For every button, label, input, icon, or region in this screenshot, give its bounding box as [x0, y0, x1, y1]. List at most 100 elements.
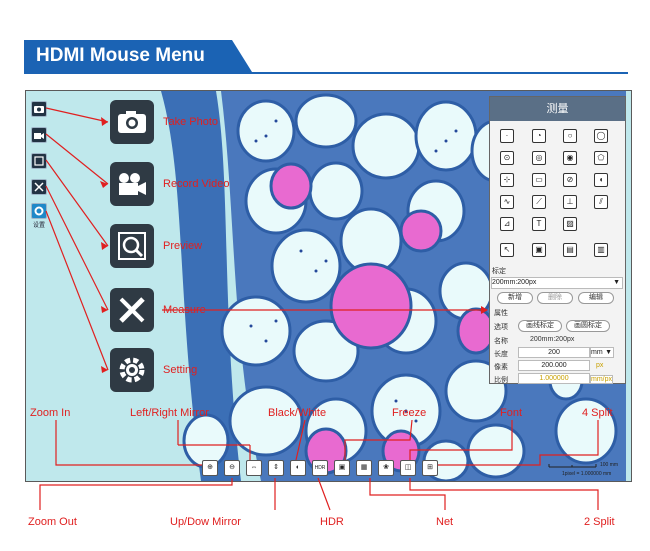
two-circle-tool-icon[interactable]: ⊙ [500, 151, 514, 165]
mirror-ud-icon: ⇕ [273, 464, 279, 471]
chevron-down-icon: ▼ [613, 279, 620, 286]
settings-icon[interactable] [31, 203, 47, 219]
line-calibration-button[interactable]: 画线标定 [518, 320, 562, 332]
ratio-input[interactable]: 1.000000 [518, 373, 590, 384]
copy-tool-icon[interactable]: ▣ [532, 243, 546, 257]
left-right-mirror-annotation: Left/Right Mirror [130, 407, 209, 419]
rectangle-tool-icon[interactable]: ▭ [532, 173, 546, 187]
half-circle-tool-icon[interactable]: ◖ [594, 173, 608, 187]
black-white-annotation: Black/White [268, 407, 327, 419]
freeze-icon: ▣ [338, 464, 346, 471]
field-length-label: 长度 [494, 351, 508, 358]
field-name-value: 200mm:200px [530, 336, 575, 343]
hdr-button[interactable]: HDR [312, 460, 328, 476]
calibration-value: 200mm:200px [492, 279, 537, 286]
text-tool-icon[interactable]: T [532, 217, 546, 231]
header-divider [24, 72, 628, 74]
cross-tool-icon[interactable]: ⊹ [500, 173, 514, 187]
setting-label: Setting [163, 364, 198, 376]
zoom-out-annotation: Zoom Out [28, 516, 77, 528]
layer-tool-icon[interactable]: ▤ [563, 243, 577, 257]
annulus-tool-icon[interactable]: ◉ [563, 151, 577, 165]
concentric-tool-icon[interactable]: ◎ [532, 151, 546, 165]
up-down-mirror-annotation: Up/Dow Mirror [170, 516, 241, 528]
calibration-select[interactable]: 200mm:200px ▼ [491, 277, 623, 289]
pointer-tool-icon[interactable]: ↖ [500, 243, 514, 257]
net-button[interactable]: ▦ [356, 460, 372, 476]
add-calibration-button[interactable]: 新增 [497, 292, 533, 304]
scale-length: 100 mm [600, 462, 619, 468]
zoom-in-icon: ⊕ [207, 464, 213, 471]
length-unit-select[interactable]: mm▼ [590, 347, 614, 358]
black-white-button[interactable]: ◐ [290, 460, 306, 476]
parallel-tool-icon[interactable]: ⫽ [594, 195, 608, 209]
polygon-tool-icon[interactable]: ⬠ [594, 151, 608, 165]
length-unit-value: mm [591, 349, 603, 356]
two-split-annotation: 2 Split [584, 516, 615, 528]
preview-big-icon [110, 224, 154, 268]
curve-tool-icon[interactable]: ∿ [500, 195, 514, 209]
scale-bar [548, 464, 597, 468]
measure-label: Measure [163, 304, 206, 316]
zoom-in-button[interactable]: ⊕ [202, 460, 218, 476]
setting-big-icon [110, 348, 154, 392]
field-ratio-label: 比例 [494, 377, 508, 384]
ratio-unit: mm/px [590, 375, 613, 384]
two-split-button[interactable]: ◫ [400, 460, 416, 476]
four-split-annotation: 4 Split [582, 407, 613, 419]
mirror-lr-icon: ⇔ [250, 464, 258, 471]
measure-panel-title: 测量 [490, 97, 625, 121]
zoom-out-icon: ⊖ [229, 464, 235, 471]
arc-tool-icon[interactable]: ◔ [532, 129, 546, 143]
perpendicular-tool-icon[interactable]: ⊥ [563, 195, 577, 209]
angle-tool-icon[interactable]: ⊿ [500, 217, 514, 231]
settings-caption: 设置 [33, 223, 46, 229]
camera-icon[interactable] [31, 101, 47, 117]
net-annotation: Net [436, 516, 454, 528]
edit-calibration-button[interactable]: 编辑 [578, 292, 614, 304]
delete-calibration-button[interactable]: 删除 [537, 292, 573, 304]
point-tool-icon[interactable]: · [500, 129, 514, 143]
circle-calibration-button[interactable]: 画圆标定 [566, 320, 610, 332]
take-photo-big-icon [110, 100, 154, 144]
angle-circle-tool-icon[interactable]: ⊘ [563, 173, 577, 187]
split-four-icon: ⊞ [427, 464, 433, 471]
area-tool-icon[interactable]: ▨ [563, 217, 577, 231]
freeze-annotation: Freeze [392, 407, 427, 419]
save-tool-icon[interactable]: ▥ [594, 243, 608, 257]
zoom-out-button[interactable]: ⊖ [224, 460, 240, 476]
font-button[interactable]: ❀ [378, 460, 394, 476]
take-photo-label: Take Photo [163, 116, 219, 128]
unit-chevron-icon: ▼ [605, 349, 612, 356]
palette-icon: ❀ [383, 464, 389, 471]
pixel-unit: px [596, 362, 604, 369]
circle-3pt-tool-icon[interactable]: ◯ [594, 129, 608, 143]
video-icon[interactable] [31, 127, 47, 143]
options-label: 选项 [494, 324, 508, 331]
field-pixel-label: 像素 [494, 364, 508, 371]
hdr-annotation: HDR [320, 516, 344, 528]
tissue-image [26, 91, 631, 481]
calibration-label: 标定 [492, 268, 506, 275]
font-annotation: Font [500, 407, 523, 419]
measure-panel: 测量 [489, 96, 626, 384]
microscope-screen [25, 90, 632, 482]
record-video-big-icon [110, 162, 154, 206]
length-input[interactable]: 200 [518, 347, 590, 358]
freeze-button[interactable]: ▣ [334, 460, 350, 476]
line-tool-icon[interactable]: ⟋ [532, 195, 546, 209]
up-down-mirror-button[interactable]: ⇕ [268, 460, 284, 476]
page-title: HDMI Mouse Menu [36, 45, 205, 66]
field-name-label: 名称 [494, 338, 508, 345]
circle-tool-icon[interactable]: ○ [563, 129, 577, 143]
preview-label: Preview [163, 240, 203, 252]
zoom-in-annotation: Zoom In [30, 407, 71, 419]
grid-icon: ▦ [360, 464, 368, 471]
contrast-icon: ◐ [295, 464, 301, 471]
four-split-button[interactable]: ⊞ [422, 460, 438, 476]
scale-ratio: 1pixel = 1.000000 mm [562, 471, 612, 477]
left-right-mirror-button[interactable]: ⇔ [246, 460, 262, 476]
pixel-input[interactable]: 200.000 [518, 360, 590, 371]
split-two-icon: ◫ [404, 464, 412, 471]
